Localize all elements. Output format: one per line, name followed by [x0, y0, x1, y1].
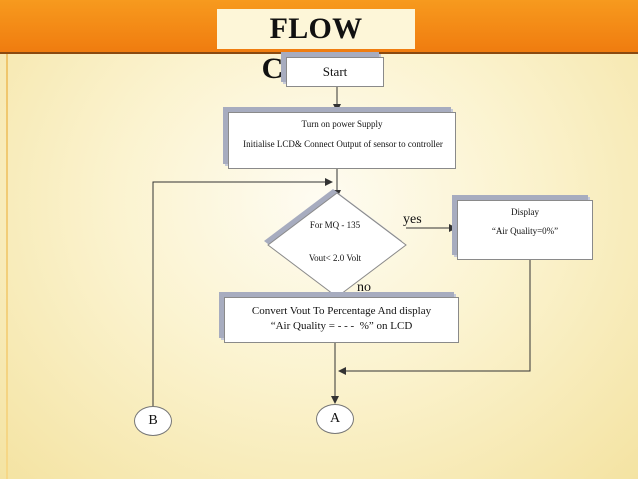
header-divider: [0, 52, 638, 54]
yes-label: yes: [403, 212, 422, 227]
decision-line-2: Vout< 2.0 Volt: [308, 253, 362, 263]
no-label: no: [357, 280, 371, 295]
decision-line-1: For MQ - 135: [309, 220, 361, 230]
line-display-return: [338, 260, 531, 375]
power-line-1: Turn on power Supply: [301, 119, 383, 129]
convert-line-1: Convert Vout To Percentage And display: [251, 305, 432, 317]
power-line-2: Initialise LCD& Connect Output of sensor…: [243, 139, 443, 149]
display-line-1: Display: [511, 207, 539, 217]
convert-box: Convert Vout To Percentage And display “…: [224, 297, 459, 343]
start-box: Start: [286, 57, 384, 87]
convert-line-2: “Air Quality = - - - %” on LCD: [270, 320, 413, 332]
connector-a: A: [316, 404, 354, 434]
line-b-loop: [152, 178, 333, 406]
start-label: Start: [322, 64, 348, 79]
connector-b: B: [134, 406, 172, 436]
left-margin-rule: [6, 54, 8, 479]
display-line-2: “Air Quality=0%”: [491, 226, 559, 236]
power-supply-box: Turn on power Supply Initialise LCD& Con…: [228, 112, 456, 169]
decision-diamond: [267, 192, 407, 298]
display-box: Display “Air Quality=0%”: [457, 200, 593, 260]
